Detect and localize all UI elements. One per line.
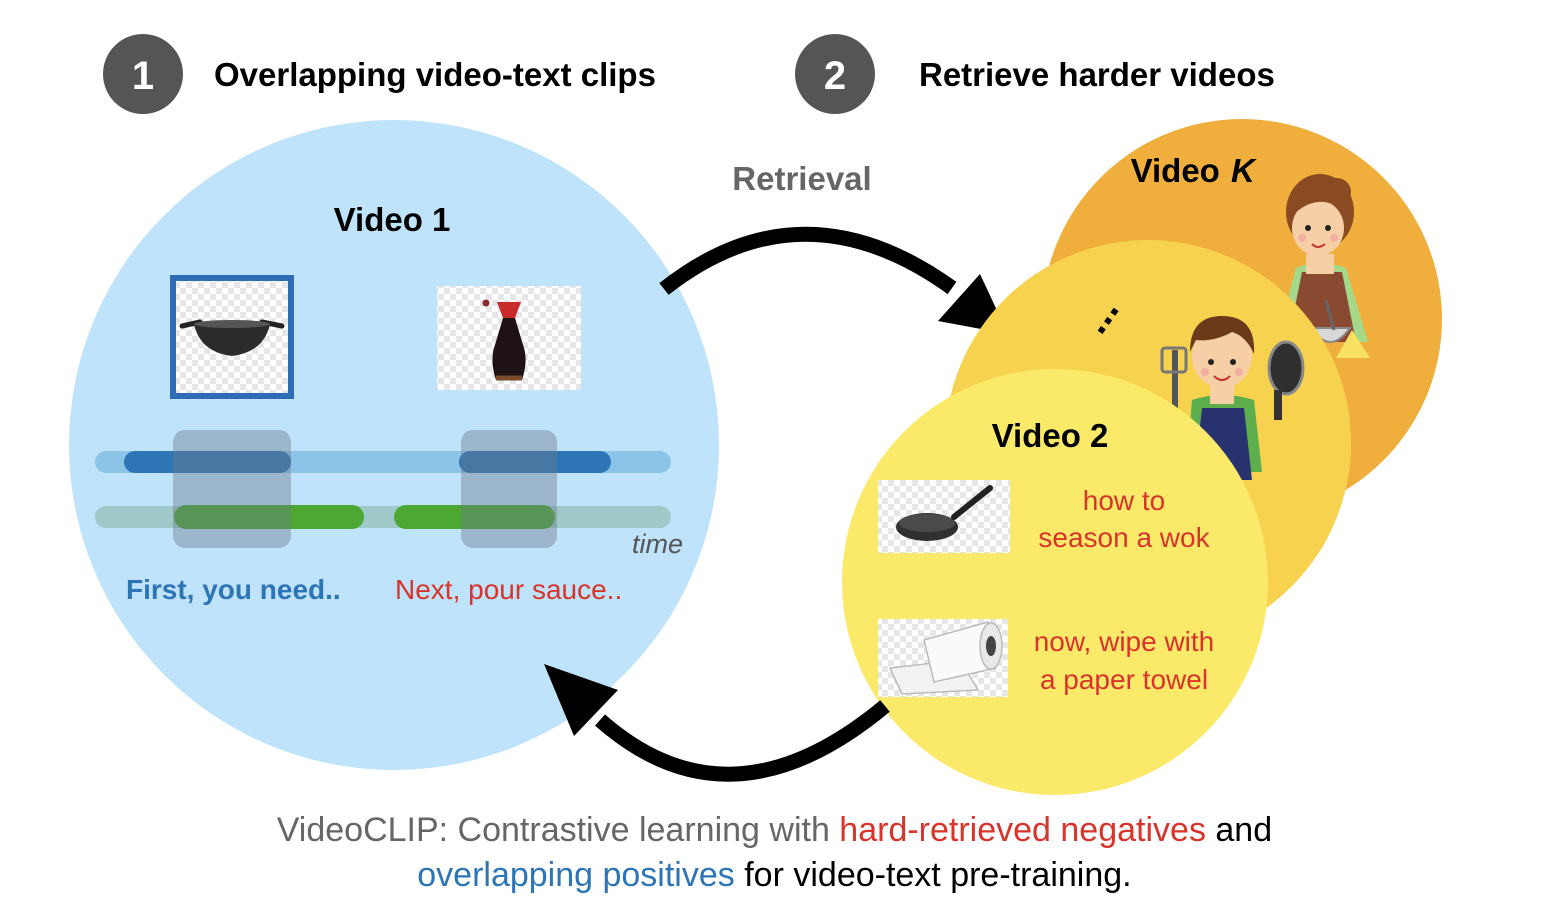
step-1-title: Overlapping video-text clips (214, 56, 656, 93)
paper-towel-icon (888, 621, 1003, 695)
retrieval-label: Retrieval (732, 160, 871, 197)
video-k-index: K (1231, 152, 1257, 189)
overlap-box-1 (173, 430, 291, 548)
bottom-caption: VideoCLIP: Contrastive learning with har… (211, 811, 1320, 894)
pan-thumbnail (878, 480, 1010, 553)
video-2-caption-2-line-1: now, wipe with (1034, 626, 1215, 657)
sauce-thumbnail (437, 286, 581, 390)
video-2-panel: Video 2 how to season a wok now, wipe wi… (842, 369, 1268, 795)
caption-overlapping-positives: overlapping positives (417, 856, 735, 894)
caption-part-5: for video-text pre-training. (735, 856, 1132, 894)
caption-hard-negatives: hard-retrieved negatives (839, 811, 1206, 849)
frying-pan-icon (896, 485, 993, 541)
soy-sauce-bottle-icon (482, 299, 526, 381)
retrieval-arrow (659, 226, 1008, 334)
video-2-caption-1-line-1: how to (1083, 485, 1166, 516)
video-1-title: Video 1 (334, 201, 451, 238)
step-1-number: 1 (132, 54, 154, 98)
spatula-head (1160, 346, 1188, 374)
caption-line-1: VideoCLIP: Contrastive learning with har… (211, 811, 1320, 849)
video-2-caption-1-line-2: season a wok (1038, 522, 1210, 553)
spatula-handle (1172, 350, 1178, 408)
caption-line-2: overlapping positives for video-text pre… (351, 856, 1179, 894)
timeline: time (95, 430, 683, 559)
caption-next: Next, pour sauce.. (395, 574, 622, 605)
step-2-header: 2 Retrieve harder videos (795, 34, 1275, 114)
feedback-arrow (544, 664, 890, 782)
overlap-box-2 (461, 430, 557, 548)
paper-towel-thumbnail (878, 619, 1008, 697)
step-1-circle (103, 34, 183, 114)
step-2-number: 2 (824, 54, 846, 98)
video-1-panel: Video 1 (69, 120, 719, 770)
time-label: time (632, 529, 683, 559)
wok-thumbnail (170, 275, 294, 399)
video-2-title: Video 2 (992, 417, 1109, 454)
step-2-title: Retrieve harder videos (919, 56, 1275, 93)
wok-icon (179, 319, 285, 356)
pan-icon (1267, 340, 1305, 396)
step-2-circle (795, 34, 875, 114)
caption-first: First, you need.. (126, 574, 341, 605)
caption-and: and (1206, 811, 1272, 849)
video-k-title: Video (1131, 152, 1229, 189)
step-1-header: 1 Overlapping video-text clips (103, 34, 656, 114)
video-2-caption-2-line-2: a paper towel (1040, 664, 1208, 695)
caption-part-1: VideoCLIP: Contrastive learning with (277, 811, 840, 849)
